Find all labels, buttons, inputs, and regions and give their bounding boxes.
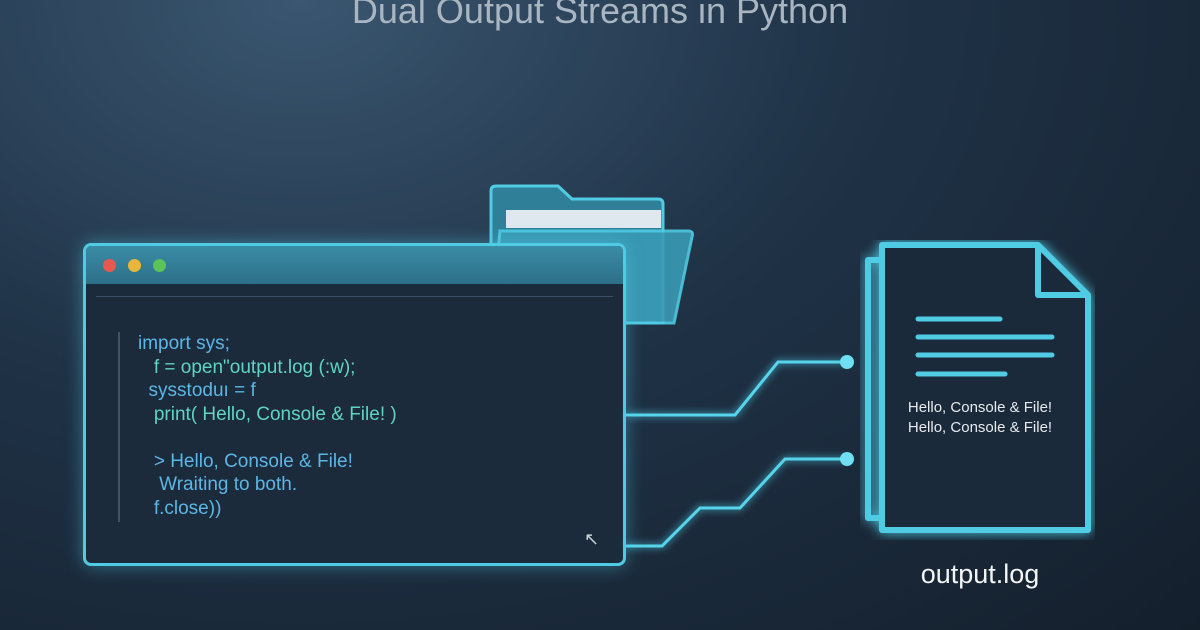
code-line: f = open"output.log (:w);	[138, 356, 356, 378]
maximize-dot[interactable]	[153, 259, 166, 272]
minimize-dot[interactable]	[128, 259, 141, 272]
connector-node	[840, 355, 854, 369]
file-content: Hello, Console & File! Hello, Console & …	[880, 398, 1080, 438]
connector-node	[840, 452, 854, 466]
page-title: Dual Output Streams in Python	[351, 0, 849, 31]
code-line: print( Hello, Console & File! )	[138, 403, 397, 425]
terminal-body	[96, 296, 613, 553]
terminal-titlebar	[86, 246, 623, 284]
file-line: Hello, Console & File!	[907, 399, 1053, 416]
file-name-label: output.log	[920, 559, 1040, 589]
output-line: > Hello, Console & File!	[138, 450, 353, 472]
file-line: Hello, Console & File!	[907, 419, 1053, 436]
mouse-cursor-icon: ↖	[584, 529, 600, 549]
code-block: import sys; f = open"output.log (:w); sy…	[138, 332, 397, 520]
code-line: f.close))	[138, 497, 222, 519]
code-line: import sys;	[138, 333, 230, 354]
line-guide	[118, 332, 120, 522]
terminal-window: import sys; f = open"output.log (:w); sy…	[83, 243, 626, 566]
output-line: Wraiting to both.	[138, 474, 298, 495]
document-icon	[865, 242, 1091, 533]
connector-top	[626, 360, 847, 417]
connector-bottom	[626, 457, 847, 548]
code-line: sysstoduı = f	[138, 380, 256, 401]
close-dot[interactable]	[103, 259, 116, 272]
